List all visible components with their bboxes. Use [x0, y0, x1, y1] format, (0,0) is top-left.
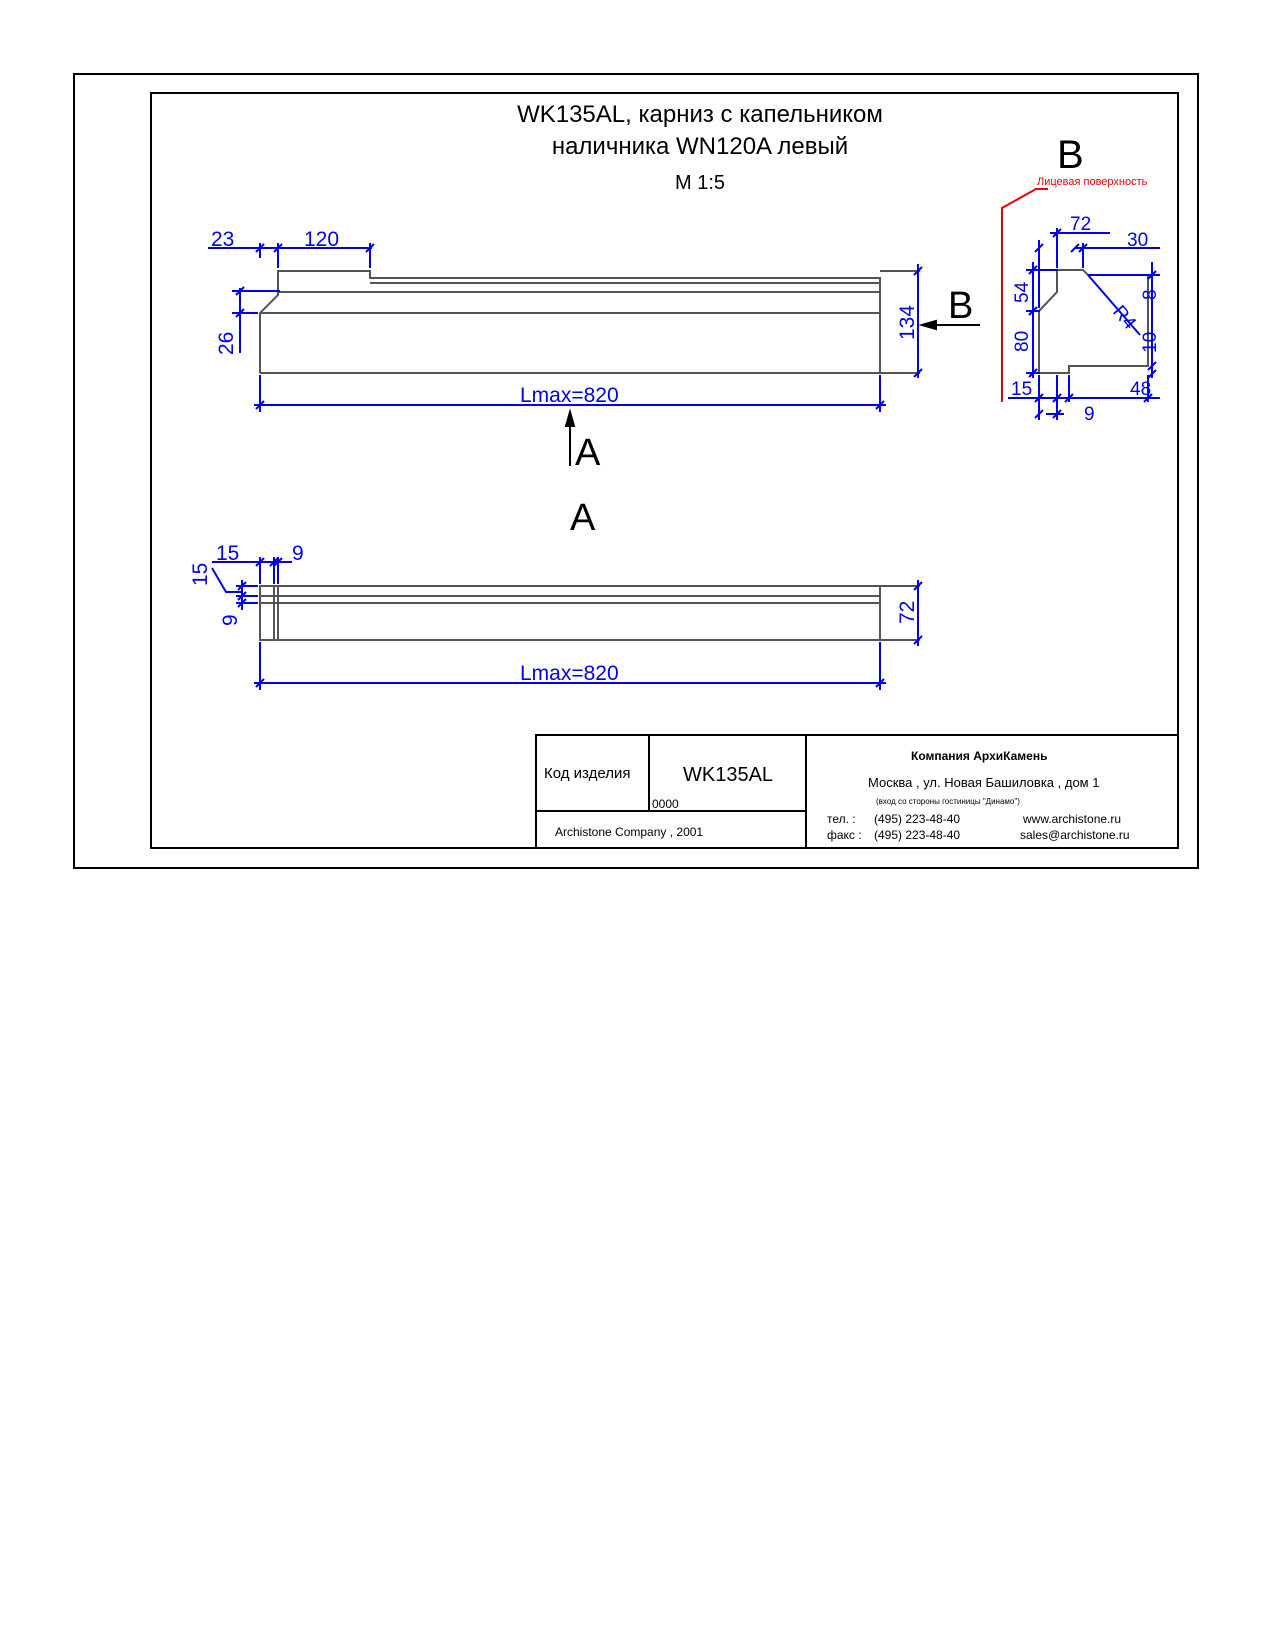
drawing-title-line-1: WK135AL, карниз с капельником [517, 101, 883, 128]
dim-b-10: 10 [1140, 332, 1161, 353]
tel-label: тел. : [827, 812, 856, 826]
dim-a-9-top: 9 [292, 542, 304, 565]
main-view-dim-text: 23 120 26 134 Lmax=820 [211, 228, 919, 407]
address-note: (вход со стороны гостиницы "Динамо") [876, 797, 1020, 806]
drawing-scale: M 1:5 [674, 172, 726, 194]
title-block-text: Код изделия WK135AL 0000 Archistone Comp… [544, 749, 1130, 842]
website: www.archistone.ru [1022, 812, 1121, 826]
dim-length-a: Lmax=820 [520, 662, 619, 685]
section-b-arrow-label: B [948, 285, 973, 327]
code-value: WK135AL [683, 764, 773, 786]
section-b-dim-text: 72 30 54 8 R4 80 10 15 48 9 [1011, 214, 1161, 425]
drawing-title-line-2: наличника WN120A левый [551, 133, 849, 160]
main-view-dimensions [208, 243, 923, 412]
dim-23: 23 [211, 228, 234, 251]
dim-a-15-side: 15 [189, 563, 212, 586]
section-b-dimensions [1008, 228, 1160, 420]
dim-b-80: 80 [1012, 331, 1033, 352]
title-block-lines [535, 734, 1179, 849]
company-name: Компания АрхиКамень [911, 749, 1047, 763]
dim-b-48: 48 [1130, 379, 1151, 400]
view-a-outline [259, 585, 920, 641]
view-a-label: A [570, 497, 596, 539]
main-view-outline [259, 270, 920, 374]
dim-b-54: 54 [1012, 281, 1033, 303]
face-surface-label: Лицевая поверхность [1037, 176, 1148, 188]
outer-frame [73, 73, 1199, 869]
dim-b-72: 72 [1070, 214, 1091, 235]
email: sales@archistone.ru [1020, 828, 1130, 842]
dim-26: 26 [215, 332, 238, 355]
view-a-arrow-label: A [575, 432, 601, 474]
dim-b-8: 8 [1140, 289, 1161, 300]
face-surface-marker [1001, 188, 1048, 402]
copyright: Archistone Company , 2001 [555, 825, 703, 839]
dim-134: 134 [896, 305, 919, 340]
fax-label: факс : [827, 828, 862, 842]
dim-length-main: Lmax=820 [520, 384, 619, 407]
dim-120: 120 [304, 228, 339, 251]
dim-a-15-top: 15 [216, 542, 239, 565]
view-a-dimensions [211, 557, 923, 690]
view-a-arrow [564, 408, 576, 466]
dim-b-9: 9 [1084, 404, 1095, 425]
tel-number: (495) 223-48-40 [874, 812, 960, 826]
section-b-arrow [918, 319, 980, 331]
section-b-label: B [1057, 133, 1084, 177]
dim-b-30: 30 [1127, 230, 1148, 251]
dim-a-9-side: 9 [219, 614, 242, 626]
view-a-dim-text: 15 9 15 9 72 Lmax=820 [189, 542, 919, 685]
code-number: 0000 [652, 797, 679, 811]
section-b-outline [1038, 269, 1149, 374]
company-address: Москва , ул. Новая Башиловка , дом 1 [868, 775, 1099, 790]
code-label: Код изделия [544, 765, 630, 782]
dim-b-15: 15 [1011, 379, 1032, 400]
dim-a-72: 72 [896, 601, 919, 624]
fax-number: (495) 223-48-40 [874, 828, 960, 842]
